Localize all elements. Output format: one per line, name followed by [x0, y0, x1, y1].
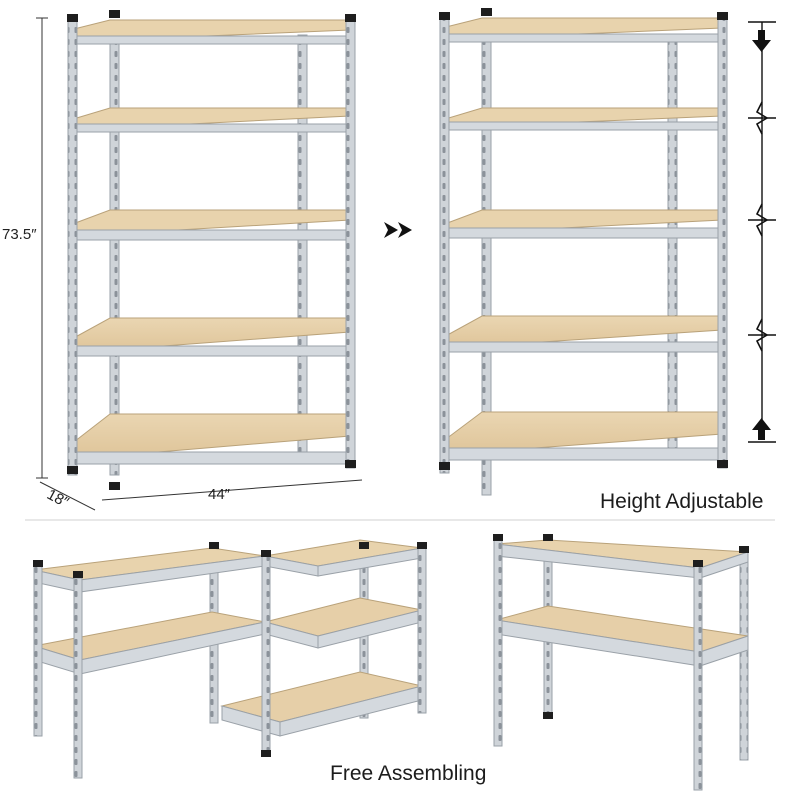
shelf-board	[69, 19, 351, 45]
shelving-unit-adjustable	[439, 8, 728, 496]
shelf-board	[441, 315, 723, 353]
shelf-board	[33, 547, 266, 593]
shelf-board	[441, 17, 723, 43]
post-cap	[109, 10, 120, 18]
post-cap	[439, 12, 450, 20]
shelf-board	[69, 413, 351, 465]
dimension-lines	[36, 17, 363, 511]
shelving-unit-main	[67, 10, 356, 490]
arrow-down-icon	[752, 30, 771, 52]
post-foot	[109, 482, 120, 490]
shelf-board	[69, 107, 351, 133]
break-mark-icon	[755, 318, 769, 352]
height-adjust-indicator	[748, 21, 776, 443]
shelf-board	[441, 411, 723, 461]
shelf-board	[220, 671, 423, 737]
post-cap	[481, 8, 492, 16]
post-cap	[345, 14, 356, 22]
arrow-up-icon	[752, 418, 771, 440]
post-cap	[717, 12, 728, 20]
break-mark-icon	[755, 101, 769, 135]
shelving-combo-right	[493, 534, 749, 791]
shelf-board	[264, 539, 423, 577]
shelf-board	[441, 209, 723, 239]
shelf-board	[69, 317, 351, 357]
post-foot	[717, 460, 728, 468]
shelf-board	[69, 209, 351, 241]
caption-height-adjustable: Height Adjustable	[600, 490, 764, 513]
shelf-board	[495, 605, 749, 667]
shelf-board	[441, 107, 723, 131]
caption-free-assembling: Free Assembling	[330, 762, 487, 785]
double-chevron-right-icon	[384, 222, 412, 238]
dimension-height-label: 73.5″	[2, 226, 37, 243]
post-foot	[345, 460, 356, 468]
shelf-board	[495, 539, 749, 579]
dimension-width-label: 44″	[208, 486, 230, 503]
shelving-combo-left	[33, 539, 427, 779]
break-mark-icon	[755, 203, 769, 237]
post-cap	[67, 14, 78, 22]
post-foot	[67, 466, 78, 474]
post-foot	[439, 462, 450, 470]
shelf-board	[263, 597, 423, 649]
shelf-board	[33, 611, 266, 675]
